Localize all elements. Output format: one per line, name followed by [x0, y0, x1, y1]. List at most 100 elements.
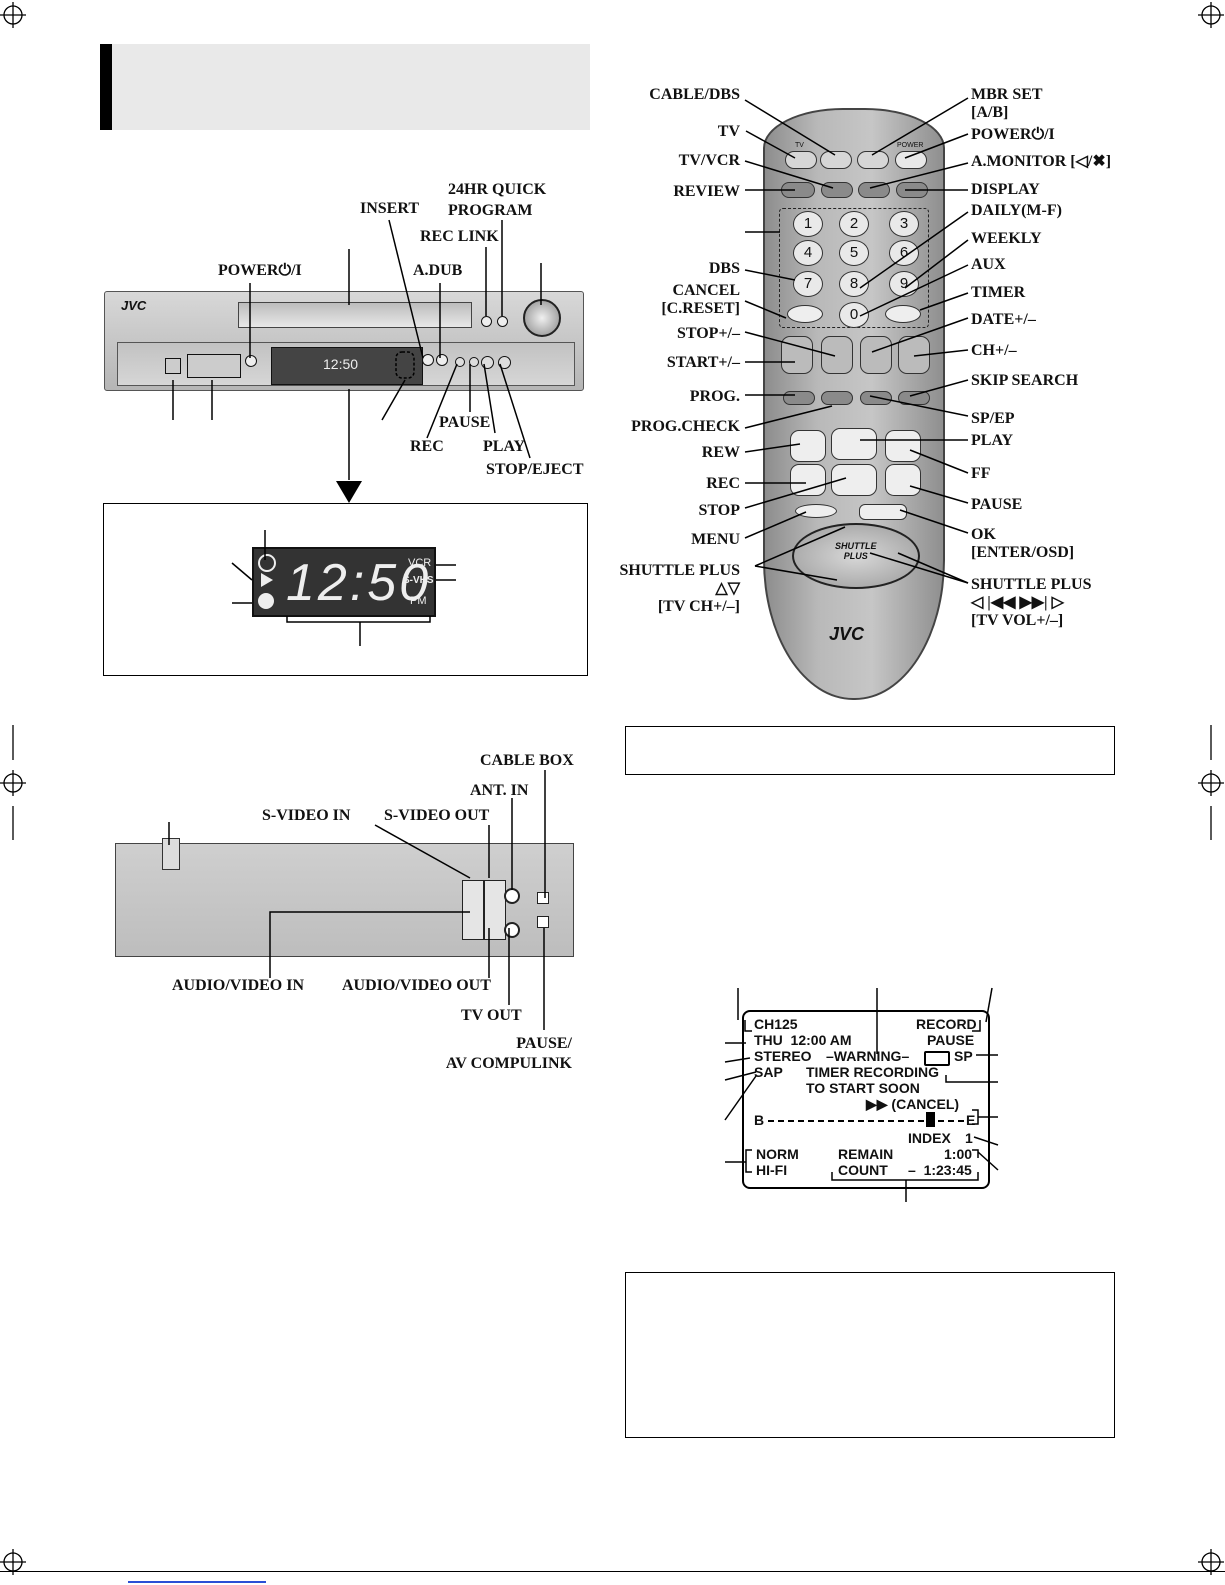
a-monitor-button[interactable] [858, 182, 890, 198]
remote-label-daily: DAILY(M-F) [971, 202, 1062, 219]
shuttle-plus-ring[interactable] [792, 523, 920, 589]
osd-cancel: ▶▶ (CANCEL) [866, 1096, 960, 1112]
remote-label-weekly: WEEKLY [971, 230, 1042, 247]
record-indicator-icon [258, 593, 274, 609]
menu-button[interactable] [795, 504, 837, 518]
remote-label-display: DISPLAY [971, 181, 1040, 198]
footer-link-underline [128, 1581, 266, 1583]
timer-button[interactable] [885, 305, 921, 323]
date-button[interactable] [860, 336, 892, 374]
footer-rule [0, 1571, 1225, 1572]
osd-e-marker: E [966, 1112, 976, 1128]
remote-label-shuttle-ch: SHUTTLE PLUS △▽ [TV CH+/–] [619, 562, 740, 615]
label-svideo-out: S-VIDEO OUT [384, 807, 490, 824]
sp-ep-button[interactable] [860, 391, 892, 405]
cassette-icon [924, 1051, 950, 1066]
power-button-remote[interactable] [895, 151, 927, 169]
mbr-set-button[interactable] [857, 151, 889, 169]
key-0[interactable]: 0 [839, 302, 869, 328]
osd-sp: SP [954, 1048, 973, 1064]
remote-label-tv-vcr: TV/VCR [678, 152, 740, 169]
label-24hr-quick-program: 24HR QUICK PROGRAM [448, 181, 547, 219]
section-header-box [100, 44, 590, 130]
av-out-jacks[interactable] [484, 880, 506, 940]
osd-b-marker: B [754, 1112, 765, 1128]
remote-label-aux: AUX [971, 256, 1006, 273]
section-header-bar [100, 44, 112, 130]
label-power: POWER⏻/I [218, 262, 302, 279]
remote-label-review: REVIEW [673, 183, 740, 200]
stop-time-button[interactable] [821, 336, 853, 374]
display-time-digits: 12:50 [286, 554, 432, 612]
osd-hifi: HI-FI [756, 1162, 788, 1178]
remote-label-prog-check: PROG.CHECK [631, 418, 740, 435]
key-8[interactable]: 8 [839, 271, 869, 297]
jog-dial[interactable] [523, 299, 561, 337]
osd-timer-recording: TIMER RECORDING [806, 1064, 939, 1080]
remote-label-tv: TV [717, 123, 740, 140]
remote-label-sp-ep: SP/EP [971, 410, 1015, 427]
front-display-panel: 12:50 VCR S-VHS PM [252, 547, 436, 617]
play-indicator-icon [261, 573, 273, 587]
remote-label-rew: REW [701, 444, 740, 461]
cancel-button[interactable] [787, 305, 823, 323]
timer-clock-icon [258, 554, 276, 572]
adub-button[interactable] [436, 354, 448, 366]
rec-button[interactable] [455, 357, 465, 367]
pause-av-jack[interactable] [537, 916, 549, 928]
ff-button[interactable] [885, 430, 921, 462]
remote-label-stop-time: STOP+/– [676, 325, 740, 342]
remote-label-timer: TIMER [971, 284, 1026, 301]
prog-check-button[interactable] [821, 391, 853, 405]
cable-dbs-button[interactable] [820, 151, 852, 169]
label-insert: INSERT [360, 200, 420, 217]
tv-button[interactable] [785, 151, 817, 169]
cassette-slot [238, 302, 472, 328]
remote-label-stop: STOP [698, 502, 741, 519]
key-6[interactable]: 6 [889, 240, 919, 266]
brand-logo: JVC [121, 298, 147, 313]
key-3[interactable]: 3 [889, 211, 919, 237]
key-9[interactable]: 9 [889, 271, 919, 297]
tape-position-marker [926, 1112, 935, 1127]
osd-count-value: – 1:23:45 [908, 1162, 972, 1178]
osd-channel: CH125 [754, 1016, 798, 1032]
tv-out-jack[interactable] [504, 922, 520, 938]
osd-to-start-soon: TO START SOON [806, 1080, 920, 1096]
section-box-1 [625, 726, 1115, 775]
remote-label-ok: OK [ENTER/OSD] [971, 526, 1075, 561]
osd-stereo: STEREO [754, 1048, 812, 1064]
pause-button[interactable] [469, 357, 479, 367]
remote-label-power: POWER⏻/I [971, 126, 1055, 143]
insert-button[interactable] [422, 354, 434, 366]
label-pause-av-compulink: PAUSE/ AV COMPULINK [445, 1035, 572, 1072]
osd-sap: SAP [754, 1064, 783, 1080]
key-4[interactable]: 4 [793, 240, 823, 266]
av-input-front[interactable] [187, 354, 241, 378]
on-screen-display: CH125 RECORD THU 12:00 AM PAUSE STEREO –… [742, 1010, 990, 1189]
power-button[interactable] [245, 355, 257, 367]
pause-button-remote[interactable] [885, 464, 921, 496]
remote-label-play: PLAY [971, 432, 1014, 449]
svideo-input-front[interactable] [165, 358, 181, 374]
rec-button-remote[interactable] [790, 464, 826, 496]
play-button-remote[interactable] [831, 428, 877, 460]
av-in-jacks[interactable] [462, 880, 484, 940]
osd-index-number: 1 [965, 1130, 973, 1146]
quick-program-button[interactable] [497, 316, 508, 327]
cable-box-jack[interactable] [537, 892, 549, 904]
rec-link-button[interactable] [481, 316, 492, 327]
key-2[interactable]: 2 [839, 211, 869, 237]
key-7[interactable]: 7 [793, 271, 823, 297]
key-5[interactable]: 5 [839, 240, 869, 266]
power-cord [162, 838, 180, 870]
key-1[interactable]: 1 [793, 211, 823, 237]
osd-remain: REMAIN [838, 1146, 894, 1162]
label-play: PLAY [483, 438, 526, 455]
vcr-rear-panel [115, 838, 574, 957]
label-pause: PAUSE [439, 414, 491, 431]
